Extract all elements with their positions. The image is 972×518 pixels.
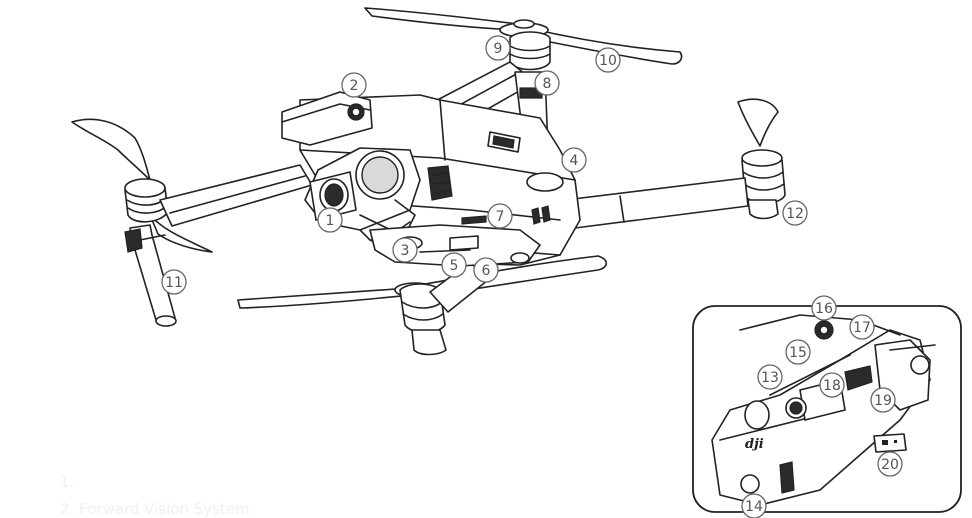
callout-circle [392, 237, 418, 263]
callout-number: 6 [482, 263, 491, 279]
callout-14: 14 [741, 493, 767, 518]
callout-number: 7 [496, 209, 505, 225]
dji-logo-text: dji [745, 437, 764, 452]
callout-1: 1 [317, 207, 343, 233]
callout-7: 7 [487, 203, 513, 229]
callout-11: 11 [161, 269, 187, 295]
callout-circle [341, 72, 367, 98]
callout-2: 2 [341, 72, 367, 98]
callout-circle [811, 295, 837, 321]
callout-9: 9 [485, 35, 511, 61]
front-left-landing-leg [124, 224, 177, 327]
forward-vision-sensors [281, 91, 373, 146]
callout-13: 13 [757, 364, 783, 390]
callout-12: 12 [782, 200, 808, 226]
callout-10: 10 [595, 47, 621, 73]
callout-3: 3 [392, 237, 418, 263]
callout-number: 14 [745, 499, 763, 515]
callout-circle [819, 372, 845, 398]
callout-4: 4 [561, 147, 587, 173]
callout-number: 3 [401, 243, 410, 259]
callout-number: 5 [450, 258, 459, 274]
callout-15: 15 [785, 339, 811, 365]
callout-circle [317, 207, 343, 233]
callout-circle [534, 70, 560, 96]
callout-circle [161, 269, 187, 295]
callout-circle [870, 387, 896, 413]
callout-number: 4 [570, 153, 579, 169]
callout-19: 19 [870, 387, 896, 413]
callout-16: 16 [811, 295, 837, 321]
callout-circle [741, 493, 767, 518]
callout-circle [785, 339, 811, 365]
callout-18: 18 [819, 372, 845, 398]
front-left-arm [159, 164, 313, 227]
callout-circle [877, 451, 903, 477]
callout-number: 10 [599, 53, 617, 69]
inset-detail-panel: dji [692, 305, 962, 513]
callout-circle [473, 257, 499, 283]
callout-number: 16 [815, 301, 833, 317]
front-right-propeller [737, 98, 779, 147]
callout-circle [595, 47, 621, 73]
callout-number: 13 [761, 370, 779, 386]
rear-left-motor [509, 31, 551, 71]
callout-number: 15 [789, 345, 807, 361]
callout-circle [485, 35, 511, 61]
callout-number: 19 [874, 393, 892, 409]
callout-number: 18 [823, 378, 841, 394]
callout-number: 2 [350, 78, 359, 94]
callout-number: 1 [326, 213, 335, 229]
callout-number: 8 [543, 76, 552, 92]
callout-17: 17 [849, 314, 875, 340]
faded-list-item-2: 2. Forward Vision System [60, 500, 250, 518]
callout-circle [487, 203, 513, 229]
callout-circle [849, 314, 875, 340]
callout-circle [782, 200, 808, 226]
callout-number: 9 [494, 41, 503, 57]
callout-circle [757, 364, 783, 390]
callout-6: 6 [473, 257, 499, 283]
callout-20: 20 [877, 451, 903, 477]
callout-number: 20 [881, 457, 899, 473]
callout-number: 11 [165, 275, 183, 291]
callout-5: 5 [441, 252, 467, 278]
front-right-arm [564, 177, 749, 229]
callout-circle [561, 147, 587, 173]
callout-8: 8 [534, 70, 560, 96]
faded-list-item-1: 1. [60, 473, 74, 491]
callout-circle [441, 252, 467, 278]
front-right-motor [741, 149, 786, 220]
callout-number: 17 [853, 320, 871, 336]
callout-number: 12 [786, 206, 804, 222]
